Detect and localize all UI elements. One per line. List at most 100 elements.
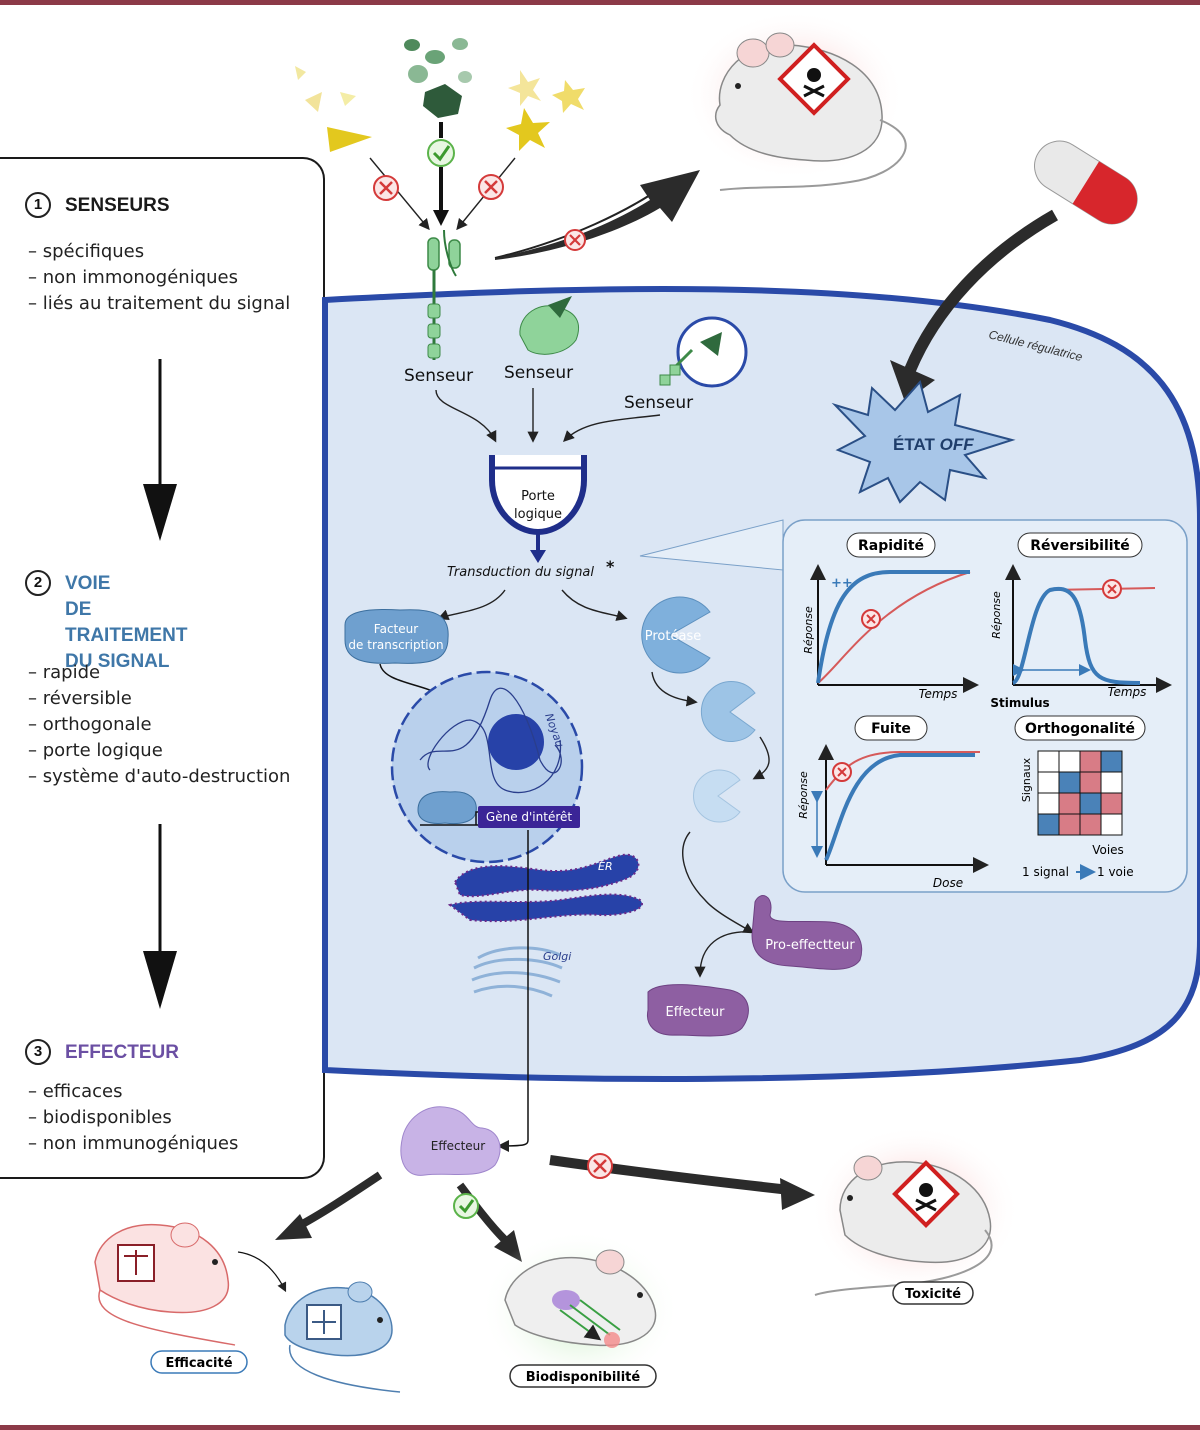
effector-outside: Effecteur [400, 1106, 501, 1176]
off-state-em: OFF [940, 435, 975, 454]
grid-cell [1079, 792, 1102, 815]
list-item: non immonogéniques [28, 265, 290, 291]
bioavailability-label: Biodisponibilité [526, 1370, 641, 1385]
grid-cell [1100, 792, 1123, 815]
receptor-sensor-icon [427, 229, 461, 360]
orthogonality-grid [1037, 750, 1123, 836]
off-state-label: ÉTAT [893, 435, 940, 454]
golgi-label: Golgi [543, 950, 571, 963]
transduction-label: Transduction du signal [447, 565, 594, 580]
reversibility-chart: Réversibilité Réponse Temps Stimulus [990, 532, 1172, 710]
reversibility-xlabel: Temps [1108, 685, 1147, 699]
blocked-arrow [495, 170, 700, 260]
gene-label: Gène d'intérêt [486, 810, 572, 824]
section-title: EFFECTEUR [65, 1042, 179, 1063]
pro-effector: Pro-effectteur [751, 895, 863, 970]
transcription-factor-label-1: Facteur [374, 622, 418, 636]
endoplasmic-reticulum: ER [447, 853, 643, 923]
cross-icon [587, 1153, 613, 1179]
svg-text:ÉTAT OFF: ÉTAT OFF [893, 435, 974, 454]
grid-cell [1100, 813, 1123, 836]
check-icon [427, 139, 455, 167]
list-item: efficaces [28, 1079, 238, 1105]
grid-cell [1100, 771, 1123, 794]
down-arrow-icon [143, 951, 177, 1009]
toxic-mouse-top [685, 10, 907, 191]
efficacy-label: Efficacité [165, 1356, 232, 1371]
rapidity-ylabel: Réponse [802, 606, 815, 654]
ligands [295, 38, 585, 152]
grid-cell [1079, 750, 1102, 773]
section-title: SENSEURS [65, 195, 170, 216]
grid-cell [1037, 813, 1060, 836]
top-border [0, 0, 1200, 5]
list-item: porte logique [28, 738, 290, 764]
cross-icon [369, 157, 430, 231]
protease-intermediate-1 [700, 681, 756, 742]
toxicity-label: Toxicité [905, 1287, 961, 1302]
grid-cell [1058, 813, 1081, 836]
list-item: réversible [28, 686, 290, 712]
down-arrow-icon [143, 484, 177, 541]
bioavailability-mouse: Biodisponibilité [480, 1230, 680, 1390]
transcription-factor-label-2: de transcription [348, 638, 443, 652]
section-number: 3 [25, 1039, 51, 1065]
stimulus-label: Stimulus [990, 696, 1049, 710]
signals-label: Signaux [1020, 757, 1033, 802]
grid-cell [1100, 750, 1123, 773]
grid-cell [1079, 771, 1102, 794]
logic-gate-label-2: logique [514, 507, 562, 522]
protease-label: Protéase [645, 629, 701, 644]
sensor-requirements-list: spécifiques non immonogéniques liés au t… [28, 239, 291, 317]
bottom-border [0, 1425, 1200, 1430]
section-number: 1 [25, 192, 51, 218]
one-signal-label: 1 signal [1022, 865, 1069, 879]
efficacy-mice: Efficacité [94, 1222, 401, 1393]
rapidity-plusplus: ++ [831, 576, 853, 591]
protease: Protéase [641, 596, 711, 674]
logic-gate: Porte logique [489, 455, 587, 536]
blocked-arrow [780, 1178, 815, 1210]
effector-inside-label: Effecteur [666, 1005, 726, 1020]
list-item: liés au traitement du signal [28, 291, 291, 317]
grid-cell [1037, 792, 1060, 815]
rapidity-title: Rapidité [858, 538, 924, 554]
sensor-label-3: Senseur [624, 393, 693, 413]
effector-requirements-list: efficaces biodisponibles non immunogéniq… [28, 1079, 239, 1157]
sensor-label-1: Senseur [404, 366, 473, 386]
nucleus: Noyau Gène d'intérêt [390, 670, 584, 864]
pathways-label: Voies [1092, 843, 1124, 857]
sensor-label-2: Senseur [504, 363, 573, 383]
pathway-requirements-list: rapide réversible orthogonale porte logi… [28, 660, 291, 790]
check-icon [453, 1193, 479, 1219]
protease-intermediate-2 [693, 769, 741, 823]
cross-icon [456, 157, 516, 231]
er-label: ER [598, 860, 613, 873]
intracellular-sensor-icon [659, 316, 748, 388]
grid-cell [1058, 771, 1081, 794]
cross-icon [564, 229, 586, 251]
leak-ylabel: Réponse [797, 771, 810, 819]
list-item: rapide [28, 660, 290, 686]
leak-title: Fuite [871, 721, 911, 737]
grid-cell [1037, 750, 1060, 773]
orthogonality-title: Orthogonalité [1025, 721, 1135, 737]
grid-cell [1058, 750, 1081, 773]
pro-effector-label: Pro-effectteur [765, 938, 855, 953]
drug-pill-icon [1034, 140, 1138, 225]
golgi-apparatus: Golgi [471, 946, 571, 998]
grid-cell [1058, 792, 1081, 815]
rapidity-xlabel: Temps [919, 687, 958, 701]
leak-chart: Fuite Réponse Dose [797, 715, 989, 890]
cytoplasmic-sensor-icon [519, 296, 580, 355]
leak-xlabel: Dose [933, 876, 963, 890]
list-item: non immunogéniques [28, 1131, 239, 1157]
list-item: spécifiques [28, 239, 290, 265]
section-number: 2 [25, 570, 51, 596]
grid-cell [1079, 813, 1102, 836]
list-item: orthogonale [28, 712, 290, 738]
toxicity-mouse: Toxicité [810, 1125, 1020, 1305]
list-item: biodisponibles [28, 1105, 238, 1131]
off-state-burst: ÉTAT OFF [831, 379, 1016, 504]
